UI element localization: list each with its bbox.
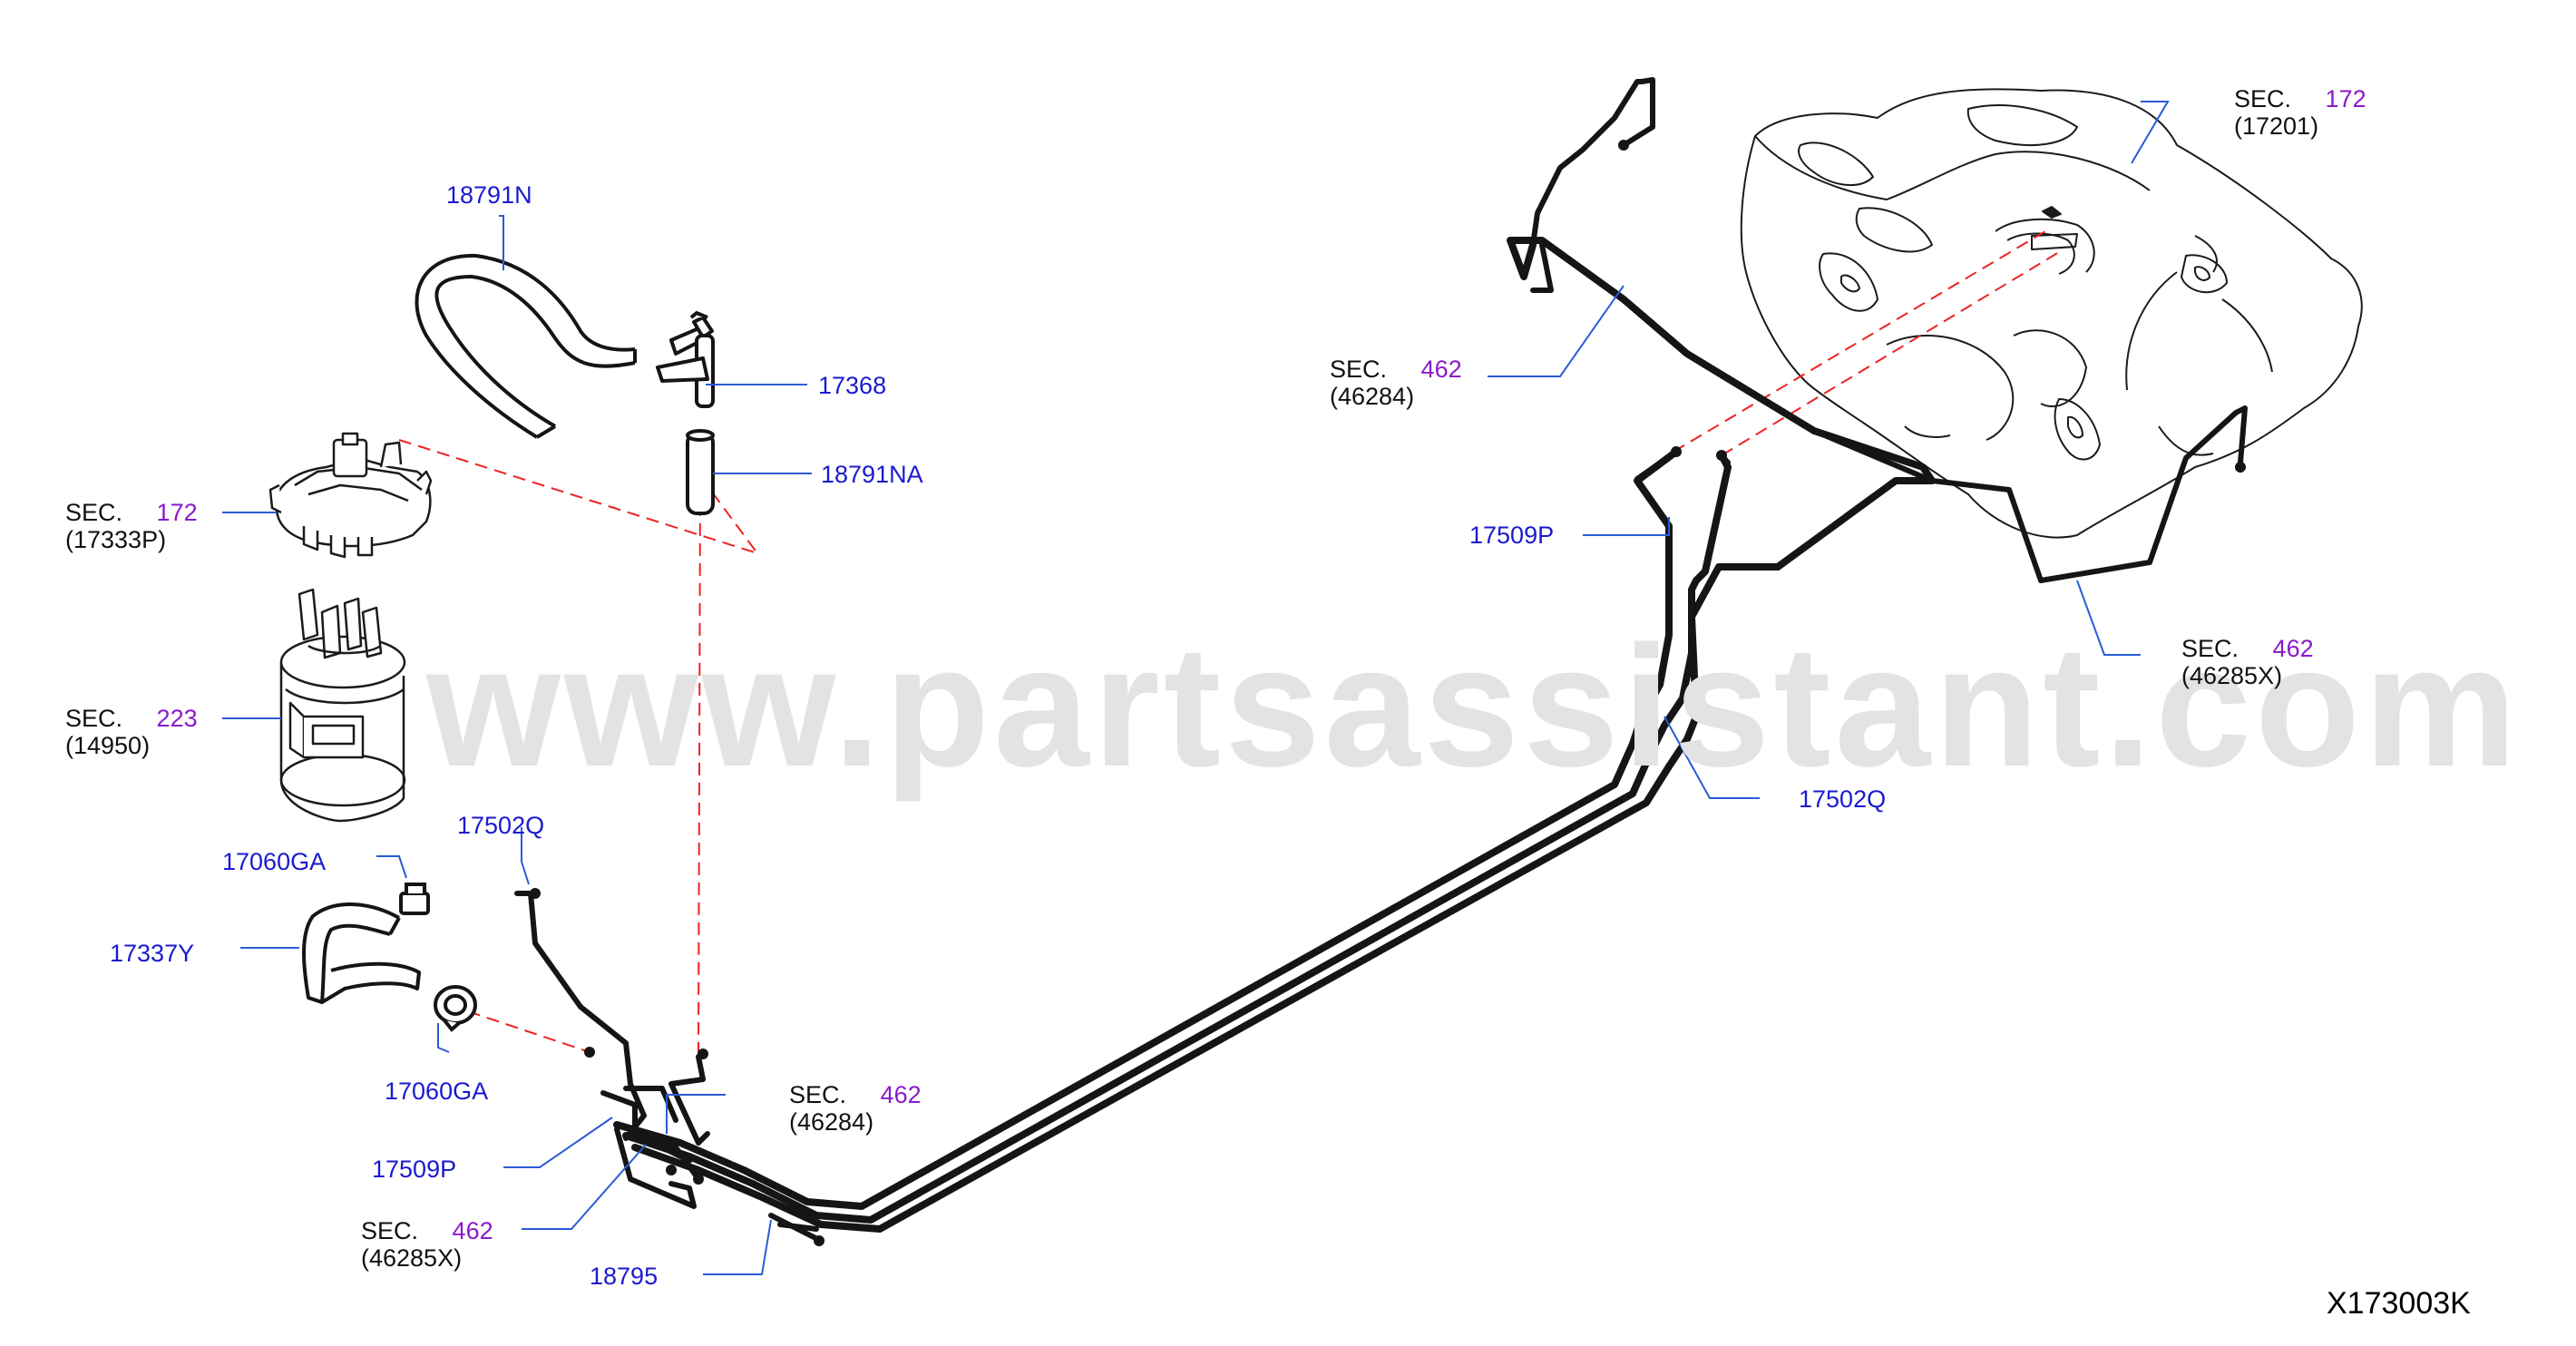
tube-connector-points [530, 140, 2246, 1246]
section-code: (17201) [2234, 112, 2319, 140]
part-number-17509P-right[interactable]: 17509P [1469, 522, 1555, 549]
fuel-tank-drawing [1740, 88, 2363, 539]
section-code: (46284) [789, 1108, 874, 1136]
section-ref-front-bottom-tube: SEC. 462 (46285X) [361, 1217, 493, 1272]
section-number-link[interactable]: 172 [156, 499, 198, 526]
clamp-17060GA-top [399, 883, 430, 915]
part-number-18791NA[interactable]: 18791NA [821, 461, 923, 488]
section-prefix: SEC. [65, 705, 123, 732]
section-prefix: SEC. [2181, 635, 2239, 662]
part-number-17060GA-bottom[interactable]: 17060GA [385, 1078, 489, 1105]
section-ref-canister: SEC. 223 (14950) [65, 705, 198, 759]
evap-canister-drawing [279, 588, 406, 823]
fuel-pump-drawing [268, 432, 433, 559]
section-ref-top-tube: SEC. 462 (46284) [1330, 356, 1462, 410]
part-number-17509P-left[interactable]: 17509P [372, 1156, 457, 1183]
part-number-17502Q-left[interactable]: 17502Q [457, 812, 545, 839]
hose-17337Y [302, 902, 421, 1004]
hose-18791N [415, 253, 637, 439]
section-number-link[interactable]: 462 [452, 1217, 493, 1244]
section-prefix: SEC. [65, 499, 123, 526]
section-prefix: SEC. [361, 1217, 419, 1244]
part-number-17337Y[interactable]: 17337Y [110, 940, 195, 967]
watermark: www.partsassistant.com [426, 610, 2521, 803]
section-number-link[interactable]: 462 [1420, 356, 1462, 383]
top-tube-46284 [1530, 77, 1655, 293]
section-number-link[interactable]: 172 [2325, 85, 2366, 112]
figure-id: X173003K [2327, 1286, 2471, 1321]
section-number-link[interactable]: 462 [880, 1081, 922, 1108]
section-code: (17333P) [65, 526, 167, 553]
section-code: (14950) [65, 732, 151, 759]
section-code: (46285X) [2181, 662, 2283, 689]
section-code: (46285X) [361, 1244, 463, 1272]
section-prefix: SEC. [1330, 356, 1388, 383]
part-number-17060GA-top[interactable]: 17060GA [222, 848, 327, 875]
right-tube-46285X [1811, 405, 2248, 583]
section-code: (46284) [1330, 383, 1415, 410]
section-ref-right-tube: SEC. 462 (46285X) [2181, 635, 2314, 689]
part-number-18795[interactable]: 18795 [590, 1263, 659, 1290]
clamp-17060GA-bottom [434, 985, 477, 1032]
section-number-link[interactable]: 462 [2272, 635, 2314, 662]
section-prefix: SEC. [2234, 85, 2292, 112]
part-number-17368[interactable]: 17368 [818, 372, 887, 399]
section-ref-fuel-tank: SEC. 172 (17201) [2234, 85, 2366, 140]
section-number-link[interactable]: 223 [156, 705, 198, 732]
leader-lines [222, 101, 2170, 1275]
connector-17368 [656, 311, 715, 408]
section-ref-fuel-pump: SEC. 172 (17333P) [65, 499, 198, 553]
sleeve-18791NA [686, 429, 715, 515]
part-number-18791N[interactable]: 18791N [446, 181, 532, 209]
section-prefix: SEC. [789, 1081, 847, 1108]
front-tube-cluster [514, 891, 824, 1244]
part-number-17502Q-right[interactable]: 17502Q [1799, 785, 1887, 813]
section-ref-front-top-tube: SEC. 462 (46284) [789, 1081, 922, 1136]
